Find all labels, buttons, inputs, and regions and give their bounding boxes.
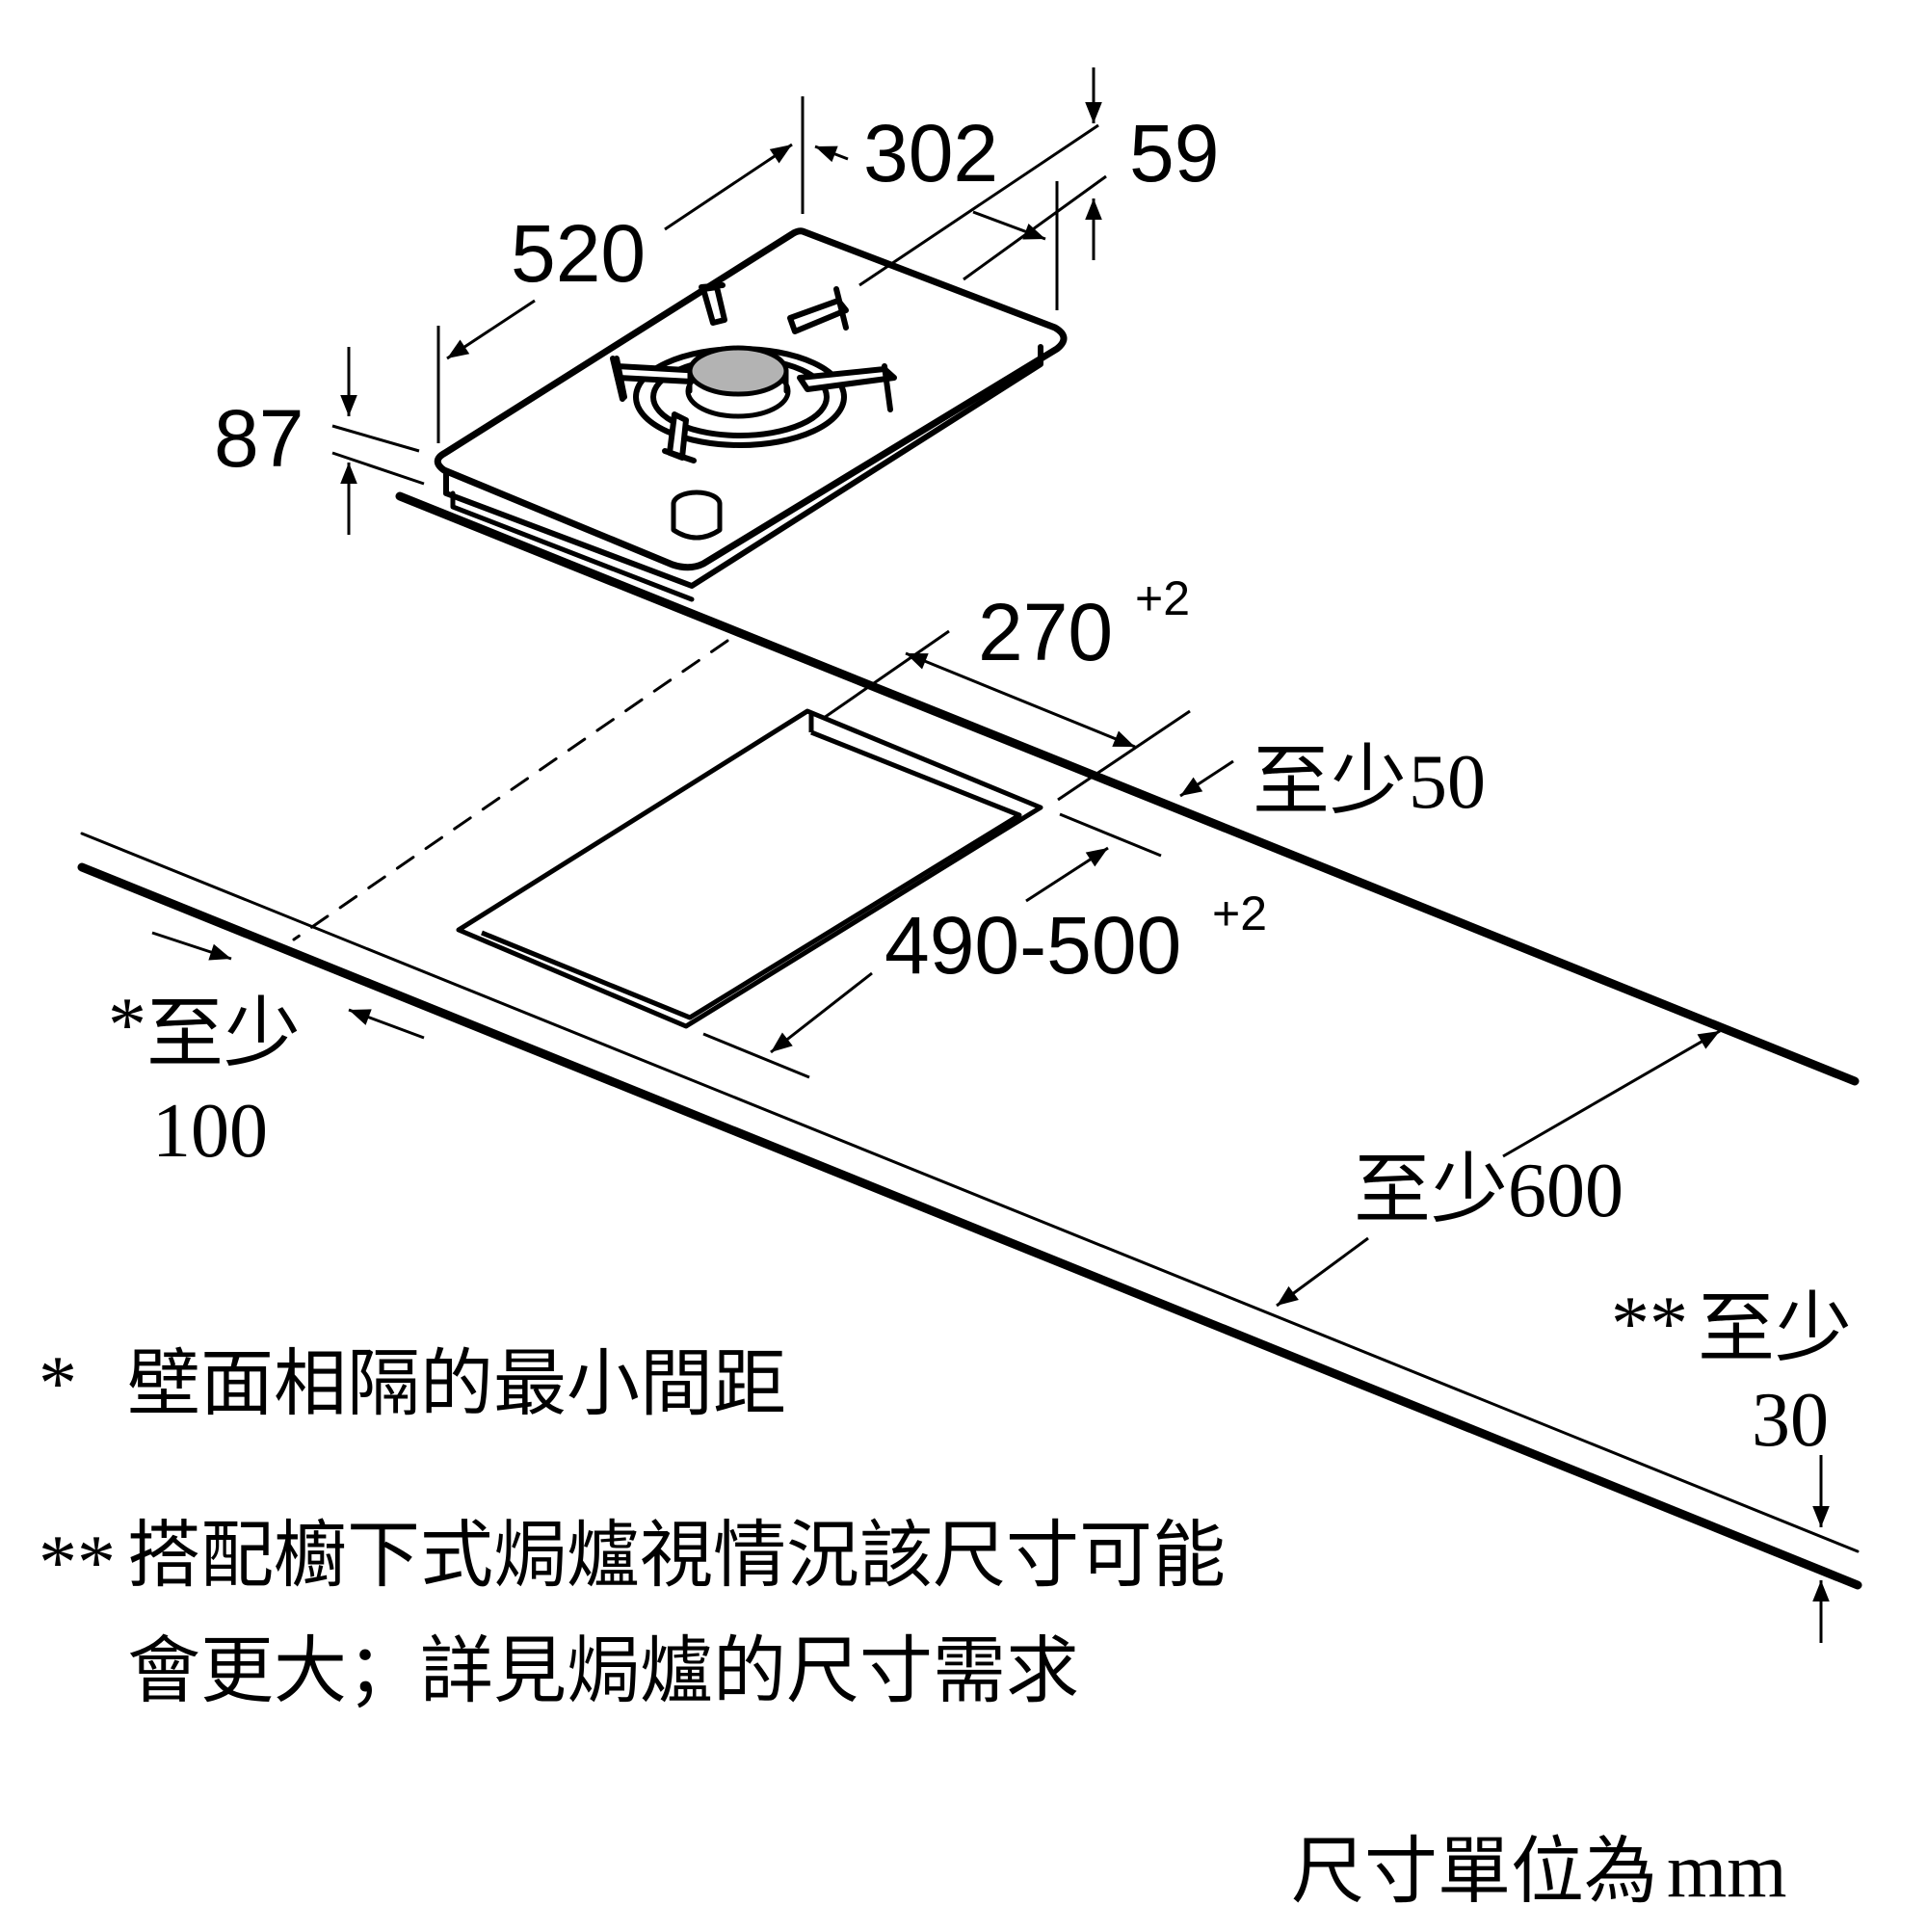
hob-top-plate	[434, 227, 1068, 571]
units-text: 尺寸單位為	[1291, 1828, 1657, 1914]
note2-line1: 搭配櫥下式焗爐視情況該尺寸可能	[127, 1512, 1226, 1598]
units-label: 尺寸單位為 mm	[1291, 1828, 1786, 1914]
dim-cutout-depth-tolerance: +2	[1212, 887, 1267, 940]
prefix-side-clearance: *	[108, 983, 146, 1068]
note2-line2: 會更大；詳見焗爐的尺寸需求	[127, 1628, 1079, 1713]
value-front-clearance: 30	[1752, 1378, 1829, 1463]
prefix-front-clearance: **	[1611, 1282, 1688, 1366]
worktop-cutout	[456, 708, 1043, 1029]
hob-appliance	[434, 227, 1068, 602]
burner-icon	[685, 345, 791, 419]
value-side-clearance: 100	[152, 1089, 268, 1174]
note2-marker: **	[39, 1521, 116, 1605]
worktop-dimension-lines	[151, 629, 1830, 1643]
dim-cutout-depth: 490-500	[884, 900, 1181, 991]
value-rear-clearance: 50	[1409, 740, 1486, 825]
dim-height-87: 87	[214, 393, 304, 484]
hob-front-edge	[443, 344, 1043, 589]
dim-width-302: 302	[863, 108, 998, 198]
knob-icon	[671, 490, 723, 541]
label-rear-clearance: 至少	[1253, 736, 1407, 826]
dim-depth-520: 520	[511, 208, 646, 299]
label-side-clearance: 至少	[146, 989, 301, 1078]
hob-dimension-lines	[331, 67, 1107, 535]
notes: * 壁面相隔的最小間距 ** 搭配櫥下式焗爐視情況該尺寸可能 會更大；詳見焗爐的…	[39, 1340, 1226, 1713]
dim-cutout-width: 270	[978, 587, 1113, 677]
value-worktop-depth: 600	[1508, 1149, 1623, 1233]
note1-marker: *	[39, 1341, 77, 1426]
label-front-clearance: 至少	[1698, 1284, 1852, 1373]
note1-text: 壁面相隔的最小間距	[127, 1340, 786, 1426]
worktop	[77, 491, 1862, 1590]
units-unit: mm	[1667, 1829, 1786, 1914]
dim-cutout-width-tolerance: +2	[1135, 571, 1190, 625]
label-worktop-depth: 至少	[1354, 1145, 1508, 1234]
dim-height-59: 59	[1129, 108, 1219, 198]
